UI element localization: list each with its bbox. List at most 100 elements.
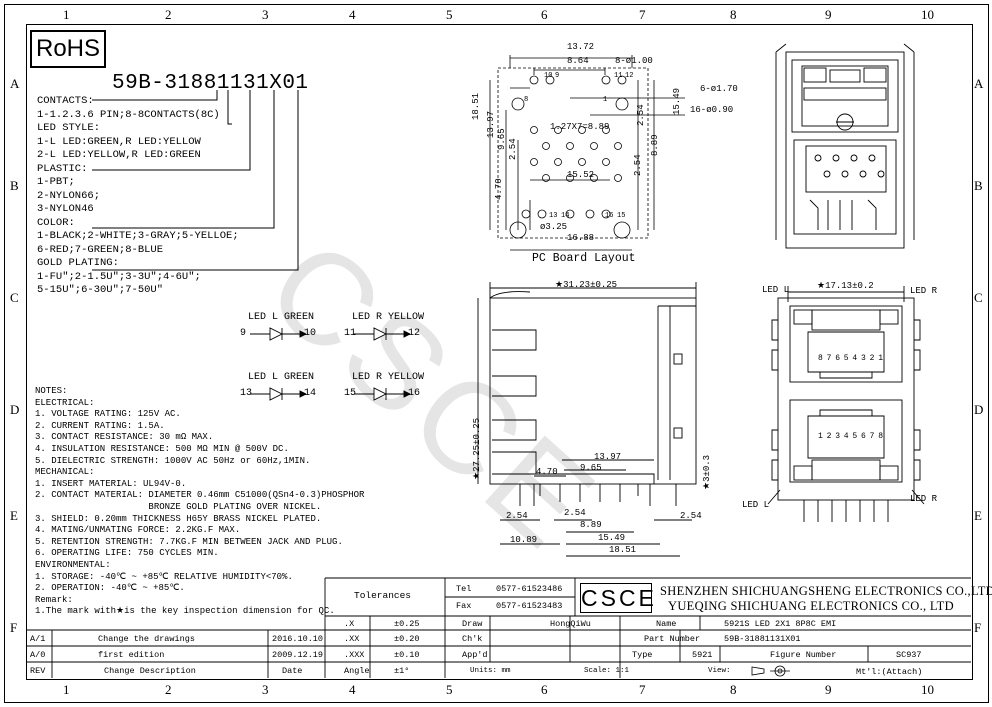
note-line: MECHANICAL: [35,467,95,478]
pcb-pin-hole [602,126,610,134]
pcb-layout-drawing [489,55,685,251]
grid-row-label: C [974,290,983,305]
spec-line: 1-L LED:GREEN,R LED:YELLOW [37,135,201,148]
side-dimension: 2.54 [564,508,586,518]
grid-column-label: 4 [349,682,356,697]
revision-date: 2009.12.19 [272,650,324,660]
check-label: Ch'k [462,634,483,644]
diode-symbol [354,387,410,401]
pcb-pin-hole [614,142,622,150]
pcb-dimension: 13.72 [567,42,595,52]
pcb-pin-hole [542,174,550,182]
side-dimension: 2.54 [680,511,702,521]
grid-row-label: C [10,290,19,305]
outer-border [4,4,989,703]
side-dimension: 10.89 [510,535,538,545]
side-dimension: 4.70 [536,467,558,477]
pcb-dimension: 15.52 [567,170,595,180]
grid-row-label: A [10,76,20,91]
figure-number-label: Figure Number [770,650,837,660]
grid-row-label: B [10,178,19,193]
pin-dot [823,170,831,178]
led-pin-b: 16 [408,388,421,399]
grid-column-label: 9 [825,682,832,697]
spec-line: COLOR: [37,216,75,229]
spec-line: 3-NYLON46 [37,203,94,215]
pcb-pin-hole [566,174,574,182]
tolerance-value: ±1° [394,666,410,676]
grid-column-label: 5 [446,7,453,22]
fax-label: Fax [456,601,472,611]
spec-line: 1-FU";2-1.5U";3-3U";4-6U"; [37,270,201,283]
note-line: 3. CONTACT RESISTANCE: 30 mΩ MAX. [35,432,214,443]
grid-column-label: 6 [541,7,548,22]
part-number-label: Part Number [644,634,701,644]
revision-code: A/1 [30,634,46,644]
grid-row-label: F [974,620,982,635]
pcb-pin-number: 12 [625,72,634,80]
pcb-pin-number: 15 [617,212,626,220]
rev-header: REV [30,666,46,676]
tolerances-label: Tolerances [354,590,412,601]
grid-row-label: F [10,620,18,635]
spec-line: 2-NYLON66; [37,189,101,202]
company-name-1: SHENZHEN SHICHUANGSHENG ELECTRONICS CO.,… [660,584,992,598]
draw-value: HongQiWu [550,619,591,629]
pcb-dimension: 1.27X7=8.89 [550,122,610,132]
note-line: 3. SHIELD: 0.20mm THICKNESS H65Y BRASS N… [35,513,322,524]
pcb-pin-hole [530,126,538,134]
pcb-pin-hole [530,158,538,166]
side-dimension: 15.49 [598,533,626,543]
note-line: 1. INSERT MATERIAL: UL94V-0. [35,478,187,489]
note-line: 6. OPERATING LIFE: 750 CYCLES MIN. [35,548,219,559]
units-label: Units: mm [470,667,511,675]
pcb-dimension: 16.88 [567,233,595,243]
drawing-frame [26,24,973,680]
led-pin-a: 11 [344,328,357,339]
led-pin-a: 13 [240,388,253,399]
pcb-pin-hole [602,158,610,166]
diode-symbol [250,387,306,401]
grid-column-label: 2 [165,682,172,697]
spec-line: 6-RED;7-GREEN;8-BLUE [37,243,164,256]
pin-dot [859,170,867,178]
pin-dot [832,154,840,162]
pcb-pin-hole [554,126,562,134]
scale-label: Scale: 1:1 [584,667,630,675]
spec-line: LED STYLE: [37,122,101,134]
revision-description: first edition [98,650,165,660]
type-value: 5921 [692,650,713,660]
grid-row-label: A [974,76,984,91]
tolerance-precision: .XXX [344,650,365,660]
note-line: 5. RETENTION STRENGTH: 7.7KG.F MIN BETWE… [35,536,343,547]
pcb-pin-hole [542,142,550,150]
port-pin-numbers: 1 2 3 4 5 6 7 8 [818,432,883,441]
grid-column-label: 10 [921,682,934,697]
pin-dot [850,154,858,162]
pcb-pin-number: 10 [544,72,553,80]
note-line: BRONZE GOLD PLATING OVER NICKEL. [35,502,322,512]
led-position-label: LED R [910,494,938,504]
note-line: 1.The mark with★is the key inspection di… [35,606,335,617]
led-pin-a: 9 [240,328,247,339]
diode-symbol [354,327,410,341]
pin-dot [841,170,849,178]
revision-code: A/0 [30,650,46,660]
draw-label: Draw [462,619,483,629]
pin-dot [814,154,822,162]
company-name-2: YUEQING SHICHUANG ELECTRONICS CO., LTD [668,599,954,613]
spec-line: PLASTIC: [37,162,88,175]
led-pin-a: 15 [344,388,357,399]
grid-column-label: 1 [63,7,70,22]
spec-line: GOLD PLATING: [37,257,119,269]
part-code: 59B-31881131X01 [112,72,309,95]
grid-column-label: 4 [349,7,356,22]
led-pin-b: 12 [408,328,421,339]
grid-column-label: 7 [639,682,646,697]
view-label: View: [708,667,731,675]
name-value: 5921S LED 2X1 8P8C EMI [724,619,837,629]
company-logo: CSCE [580,583,657,613]
pcb-caption: PC Board Layout [532,252,636,265]
figure-number-value: SC937 [896,650,922,660]
note-line: ENVIRONMENTAL: [35,560,111,570]
